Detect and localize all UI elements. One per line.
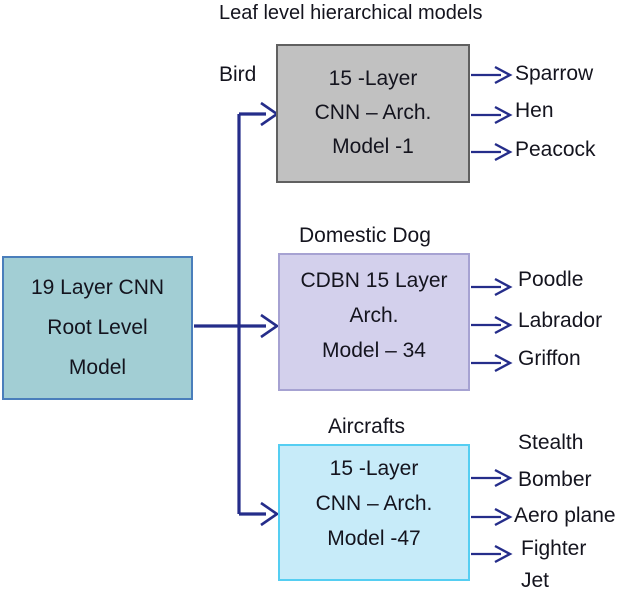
arrowhead-icon — [260, 101, 280, 127]
bird-box-line: CNN – Arch. — [314, 101, 432, 124]
branch-label-bird: Bird — [219, 63, 257, 86]
leaf-label-griffon: Griffon — [518, 347, 581, 370]
aircraft-box-line: 15 -Layer — [329, 457, 419, 480]
leaf-label-hen: Hen — [515, 99, 554, 122]
arrowhead-icon — [260, 313, 280, 339]
leaf-label-fighter-jet: Fighter Jet — [521, 537, 587, 592]
bird-box-line: Model -1 — [332, 135, 414, 158]
leaf-label-sparrow: Sparrow — [515, 62, 594, 85]
branch-label-aircrafts: Aircrafts — [328, 415, 406, 438]
arrowhead-icon — [494, 353, 513, 373]
arrowhead-icon — [260, 501, 280, 527]
aircraft-box-line: Model -47 — [327, 527, 421, 550]
arrowhead-icon — [494, 468, 513, 488]
bird-model-box: 15 -Layer CNN – Arch. Model -1 — [276, 44, 470, 183]
dog-box-line: Model – 34 — [322, 339, 426, 362]
arrowhead-icon — [494, 65, 513, 85]
bird-box-line: 15 -Layer — [328, 67, 418, 90]
leaf-label-peacock: Peacock — [515, 138, 596, 161]
arrowhead-icon — [494, 544, 513, 564]
leaf-label-poodle: Poodle — [518, 268, 584, 291]
root-box-line: 19 Layer CNN — [30, 276, 165, 299]
arrowhead-icon — [494, 142, 513, 162]
root-box-line: Model — [68, 356, 127, 379]
diagram-title: Leaf level hierarchical models — [219, 2, 483, 24]
leaf-label-labrador: Labrador — [518, 309, 603, 332]
dog-box-line: Arch. — [349, 304, 399, 327]
branch-label-domestic-dog: Domestic Dog — [299, 224, 431, 247]
aircraft-model-box: 15 -Layer CNN – Arch. Model -47 — [278, 444, 470, 581]
arrowhead-icon — [494, 507, 513, 527]
leaf-label-stealth-bomber: Stealth Bomber — [518, 431, 592, 491]
dog-model-box: CDBN 15 Layer Arch. Model – 34 — [278, 253, 470, 391]
aircraft-box-line: CNN – Arch. — [315, 492, 433, 515]
arrowhead-icon — [494, 277, 513, 297]
arrowhead-icon — [494, 315, 513, 335]
root-model-box: 19 Layer CNN Root Level Model — [2, 256, 193, 400]
arrowhead-icon — [494, 105, 513, 125]
root-box-line: Root Level — [47, 316, 148, 339]
dog-box-line: CDBN 15 Layer — [300, 269, 448, 292]
leaf-label-aero-plane: Aero plane — [514, 504, 616, 527]
